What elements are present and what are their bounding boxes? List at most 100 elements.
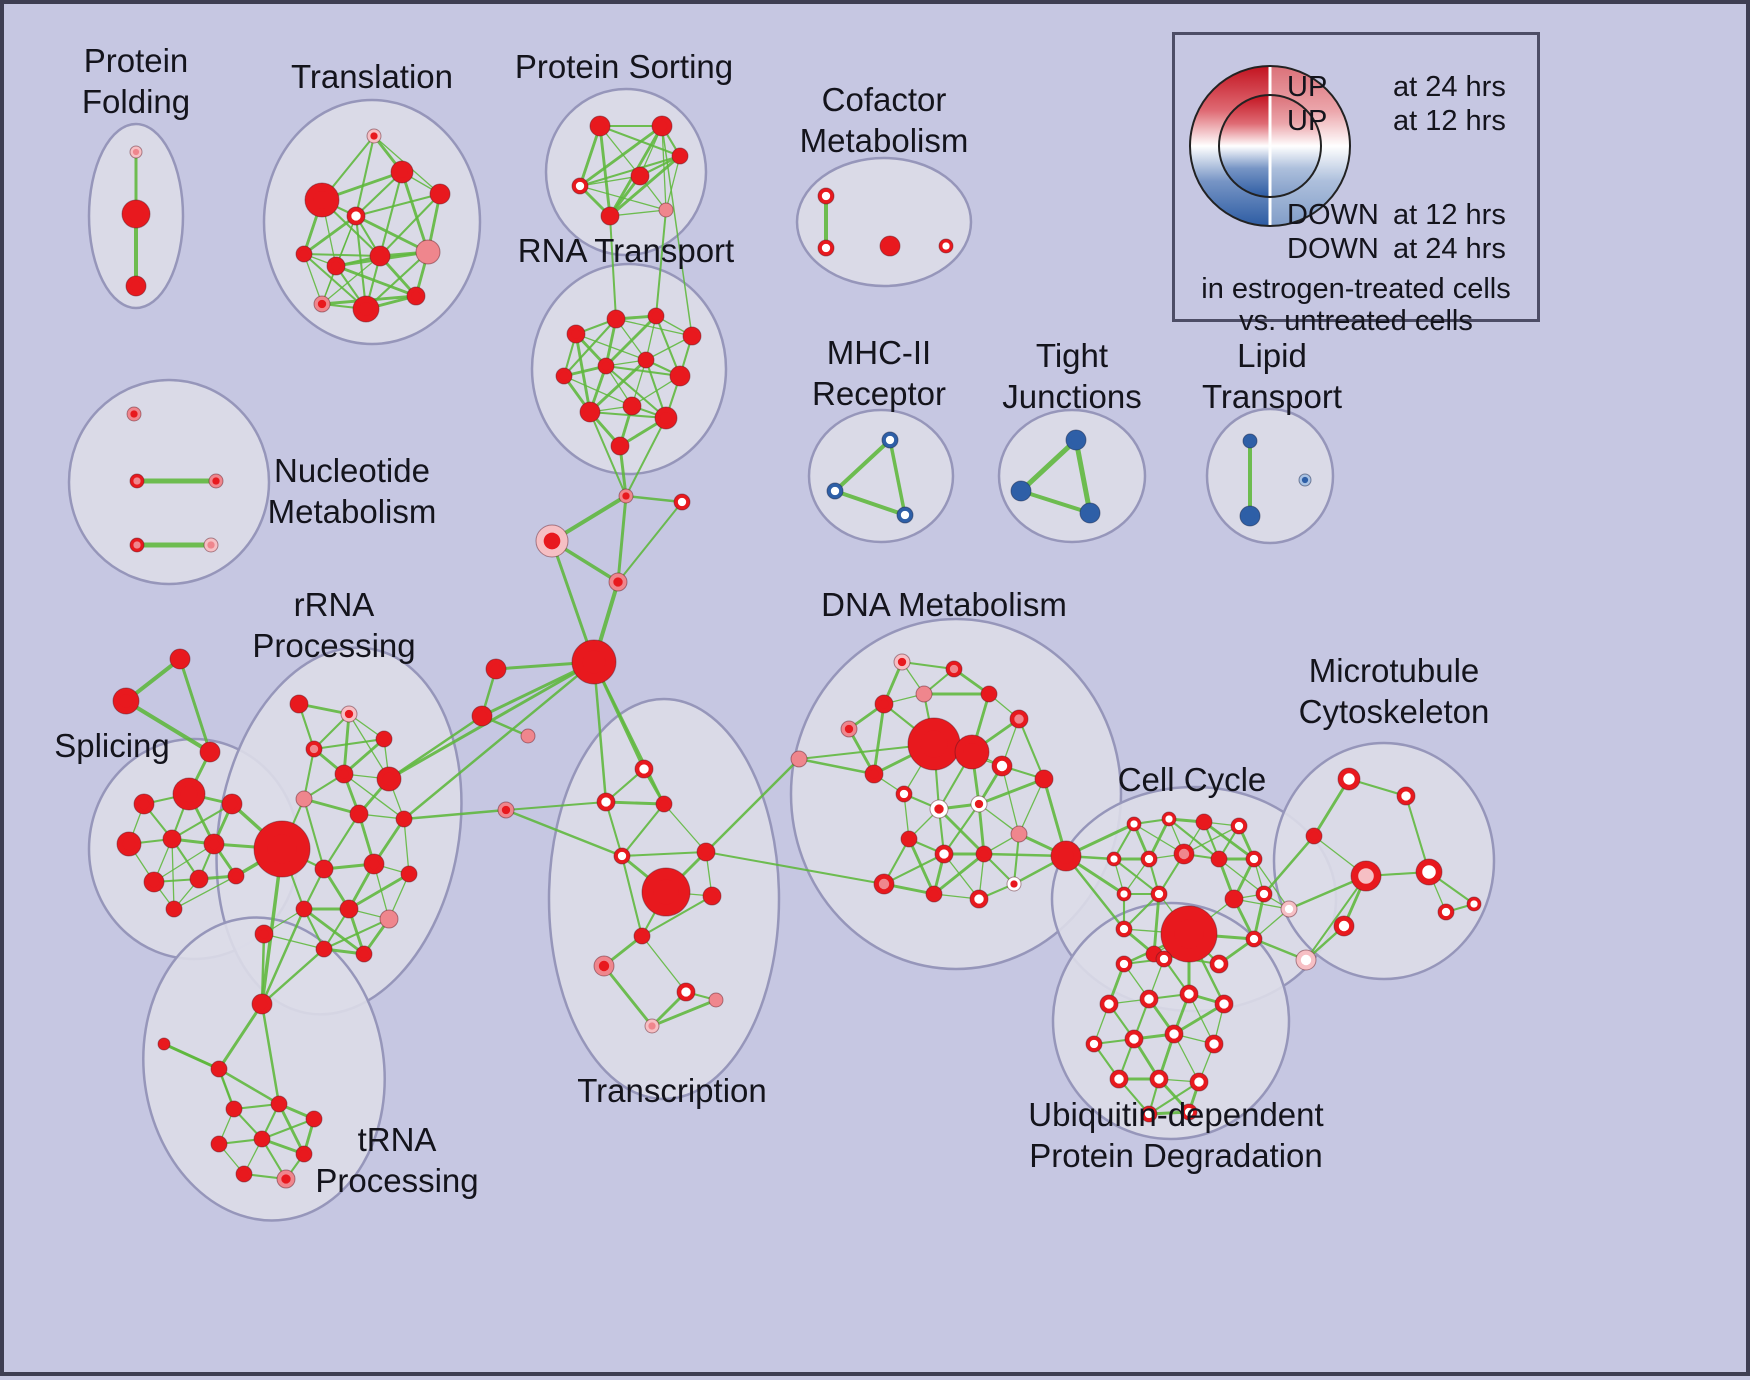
- gene-node-core: [299, 249, 309, 259]
- legend-up-12: UP: [1287, 105, 1328, 137]
- edge: [617, 501, 683, 583]
- edge: [900, 660, 956, 671]
- edge: [599, 125, 641, 177]
- gene-node-core: [226, 798, 238, 810]
- edge: [1001, 765, 1020, 835]
- edge: [640, 894, 714, 938]
- gene-node-core: [339, 769, 349, 779]
- cluster-label-splicing: Splicing: [54, 727, 170, 764]
- gene-node-core: [231, 871, 241, 881]
- edge: [504, 808, 624, 858]
- gene-node-core: [830, 486, 840, 496]
- gene-node-core: [641, 355, 651, 365]
- edge: [833, 489, 907, 517]
- gene-node-core: [359, 302, 373, 316]
- edge: [162, 1042, 221, 1071]
- legend-down-12: DOWN: [1287, 199, 1379, 231]
- gene-node-core: [821, 191, 831, 201]
- gene-node-core: [490, 663, 502, 675]
- gene-node-core: [1119, 959, 1129, 969]
- gene-node-core: [257, 1134, 267, 1144]
- cluster-label-transcription: Transcription: [577, 1072, 767, 1109]
- gene-node-core: [214, 1064, 224, 1074]
- gene-node-core: [160, 1040, 168, 1048]
- gene-node-core: [639, 764, 649, 774]
- gene-node-core: [1244, 510, 1256, 522]
- edge: [354, 134, 376, 218]
- gene-node-core: [130, 280, 142, 292]
- gene-node-core: [344, 904, 354, 914]
- gene-node-core: [174, 653, 186, 665]
- gene-node-core: [256, 998, 268, 1010]
- gene-node-core: [559, 371, 569, 381]
- gene-node-core: [133, 541, 141, 549]
- edge: [1183, 825, 1240, 855]
- edge: [655, 209, 667, 317]
- gene-node-core: [169, 904, 179, 914]
- edge: [589, 411, 627, 497]
- gene-node-core: [119, 694, 133, 708]
- gene-node-core: [1144, 854, 1154, 864]
- edge: [1017, 717, 1046, 781]
- edge: [124, 699, 212, 754]
- edge: [704, 757, 801, 854]
- gene-node-core: [1015, 485, 1027, 497]
- edge: [625, 417, 667, 497]
- edge: [977, 777, 1046, 806]
- gene-node-core: [1039, 774, 1049, 784]
- gene-node-core: [1154, 889, 1164, 899]
- edge: [937, 807, 986, 856]
- cluster-ellipse-cofactor-metabolism: [795, 156, 973, 288]
- gene-node-core: [1144, 1109, 1154, 1119]
- gene-node-core: [267, 834, 297, 864]
- gene-node-core: [379, 734, 389, 744]
- edge: [1019, 489, 1092, 515]
- gene-node-core: [681, 987, 691, 997]
- gene-node-core: [368, 858, 380, 870]
- gene-node-core: [844, 724, 854, 734]
- edge: [302, 797, 326, 871]
- gene-node-core: [1401, 791, 1411, 801]
- gene-node-core: [208, 838, 220, 850]
- edge: [378, 192, 442, 258]
- edge: [321, 255, 381, 305]
- edge: [604, 800, 666, 806]
- legend-inner-outline: [1218, 94, 1322, 198]
- gene-node-core: [869, 769, 879, 779]
- gene-node-core: [331, 261, 341, 271]
- gene-node-core: [404, 869, 414, 879]
- edge: [322, 917, 391, 951]
- gene-node-core: [594, 120, 606, 132]
- gene-node-core: [204, 746, 216, 758]
- cluster-label-dna-metabolism: DNA Metabolism: [821, 586, 1067, 623]
- gene-node-core: [1358, 868, 1374, 884]
- edge: [616, 494, 628, 584]
- gene-node-core: [1165, 815, 1173, 823]
- gene-node-core: [229, 1104, 239, 1114]
- gene-node-core: [1014, 714, 1024, 724]
- gene-node-core: [299, 794, 309, 804]
- gene-node-core: [128, 206, 144, 222]
- edge: [978, 803, 1020, 835]
- edge: [604, 800, 624, 858]
- gene-node-core: [601, 361, 611, 371]
- edge: [260, 947, 326, 1006]
- gene-node-core: [885, 435, 895, 445]
- edge: [302, 797, 361, 816]
- edge: [1122, 892, 1161, 931]
- edge: [620, 850, 708, 858]
- legend-down-24: DOWN: [1287, 233, 1379, 265]
- gene-node-core: [929, 889, 939, 899]
- gene-node-core: [920, 730, 948, 758]
- gene-node-core: [979, 849, 989, 859]
- gene-node-core: [963, 743, 981, 761]
- gene-node-core: [1010, 880, 1018, 888]
- cluster-ellipse-trna-processing: [142, 916, 386, 1222]
- gene-node-core: [984, 689, 994, 699]
- edge: [1262, 834, 1316, 896]
- gene-node-core: [1174, 919, 1204, 949]
